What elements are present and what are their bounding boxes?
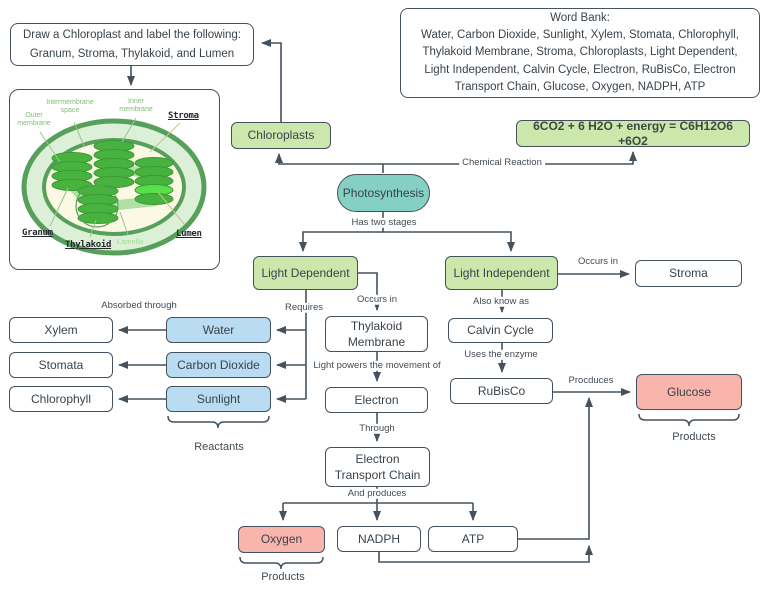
node-label: NADPH [357,531,400,546]
outer-membrane-label: Outer membrane [17,112,51,128]
node-label: Sunlight [196,391,241,406]
task-line-2: Granum, Stroma, Thylakoid, and Lumen [29,47,235,60]
lamella-label: Lamella [117,237,144,246]
edge-label-occurs-in-left: Occurs in [353,294,401,306]
node-chlorophyll[interactable]: Chlorophyll [9,386,113,412]
edge-label-absorbed-through: Absorbed through [98,300,180,312]
word-bank-line: Thylakoid Membrane, Stroma, Chloroplasts… [422,46,738,59]
word-bank-line: Transport Chain, Glucose, Oxygen, NADPH,… [454,80,706,93]
node-label: Transport Chain [334,468,421,482]
node-label: Stroma [669,266,708,280]
node-water[interactable]: Water [166,317,271,343]
node-glucose[interactable]: Glucose [636,374,742,410]
node-atp[interactable]: ATP [428,526,518,552]
node-label: Photosynthesis [342,185,425,200]
grouping-braces [167,413,740,570]
node-thylakoid-membrane[interactable]: Thylakoid Membrane [325,316,428,352]
node-chloroplasts[interactable]: Chloroplasts [231,122,331,149]
inner-membrane-label: Inner membrane [119,98,153,114]
equation-text: 6CO2 + 6 H2O + energy = C6H12O6 +6O2 [533,118,733,148]
chemical-equation-box[interactable]: 6CO2 + 6 H2O + energy = C6H12O6 +6O2 [516,118,750,148]
edge-label-has-two-stages: Has two stages [348,217,420,229]
node-rubisco[interactable]: RuBisCo [450,378,553,404]
thylakoid-label: Thylakoid [65,240,112,250]
node-label: Light Dependent [261,265,350,280]
word-bank-line: Water, Carbon Dioxide, Sunlight, Xylem, … [421,29,739,42]
node-nadph[interactable]: NADPH [337,526,421,552]
node-label: ATP [461,531,485,546]
label-leader-lines [39,117,185,238]
node-oxygen[interactable]: Oxygen [238,526,325,553]
group-label-products-right: Products [672,431,716,443]
node-electron[interactable]: Electron [325,387,428,413]
granum-label: Granum [22,228,53,238]
node-stomata[interactable]: Stomata [9,352,113,378]
node-label: Calvin Cycle [467,323,534,337]
group-label-products-left: Products [261,571,305,583]
node-label: Water [202,322,235,337]
word-bank-line: Light Independent, Calvin Cycle, Electro… [424,63,736,76]
edge-label-also-know-as: Also know as [470,296,532,308]
edge-label-uses-the-enzyme: Uses the enzyme [461,349,541,361]
word-bank-title: Word Bank: [550,11,610,24]
node-calvin-cycle[interactable]: Calvin Cycle [448,318,553,343]
node-stroma[interactable]: Stroma [635,260,742,287]
node-carbon-dioxide[interactable]: Carbon Dioxide [166,352,271,378]
chloroplast-drawing[interactable]: Outer membrane Intermembrane space Inner… [9,89,220,270]
group-label-reactants: Reactants [194,441,244,453]
node-label: Thylakoid [350,318,403,333]
node-sunlight[interactable]: Sunlight [166,386,271,412]
grana-stacks [51,140,174,224]
node-light-dependent[interactable]: Light Dependent [253,256,358,290]
node-label: Stomata [38,357,84,372]
chloroplast-illustration [21,117,207,256]
word-bank-box[interactable]: Word Bank: Water, Carbon Dioxide, Sunlig… [400,8,760,98]
node-label: Chloroplasts [247,128,315,142]
node-label: Glucose [666,384,712,399]
node-label: Electron [355,451,400,466]
edge-label-through: Through [356,423,398,435]
edge-label-and-produces: And produces [344,488,410,500]
task-instruction-box[interactable]: Draw a Chloroplast and label the followi… [10,23,254,66]
node-label: Oxygen [260,532,303,546]
lumen-label: Lumen [176,229,202,239]
node-label: RuBisCo [477,383,526,398]
node-xylem[interactable]: Xylem [9,317,113,343]
thylakoid-annotation-circle [75,184,119,228]
edge-label-requires: Requires [281,302,327,314]
stroma-label: Stroma [168,111,199,121]
intermembrane-space-label: Intermembrane space [46,99,94,115]
task-line-1: Draw a Chloroplast and label the followi… [23,29,241,42]
node-photosynthesis[interactable]: Photosynthesis [337,174,430,212]
node-label: Carbon Dioxide [177,357,260,372]
edge-label-chemical-reaction: Chemical Reaction [459,157,545,169]
node-label: Electron [354,392,399,407]
node-label: Xylem [44,322,78,337]
node-electron-transport-chain[interactable]: Electron Transport Chain [325,447,430,487]
node-label: Light Independent [453,265,550,280]
edge-label-procduces: Procduces [565,375,617,387]
node-label: Chlorophyll [30,391,92,406]
edge-label-light-powers: Light powers the movement of [310,360,444,372]
node-light-independent[interactable]: Light Independent [445,256,558,290]
edge-label-occurs-in-right: Occurs in [574,256,622,268]
node-label: Membrane [347,335,406,349]
